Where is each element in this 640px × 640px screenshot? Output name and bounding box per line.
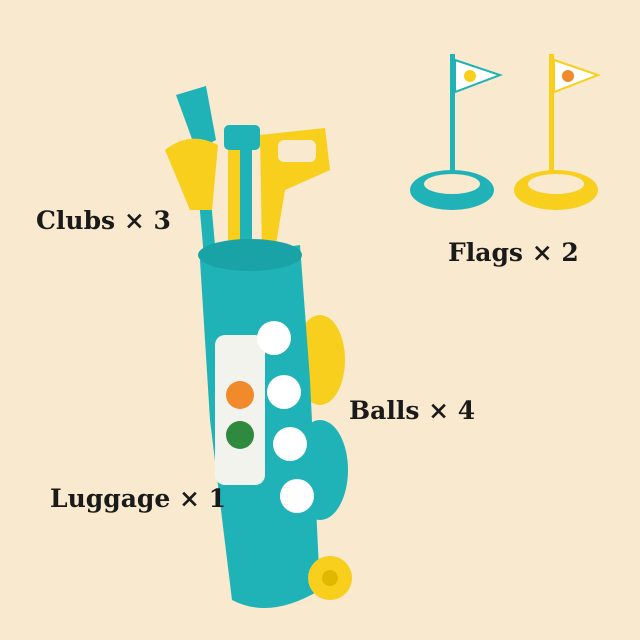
balls-count-label: Balls × 4 — [349, 396, 476, 425]
luggage-count-label: Luggage × 1 — [50, 484, 227, 513]
golf-clubs — [165, 86, 330, 271]
yellow-flag — [514, 54, 601, 210]
golf-bag — [198, 239, 352, 608]
flags-count-label: Flags × 2 — [448, 238, 579, 267]
clubs-count-label: Clubs × 3 — [36, 206, 171, 235]
teal-flag — [410, 54, 503, 210]
